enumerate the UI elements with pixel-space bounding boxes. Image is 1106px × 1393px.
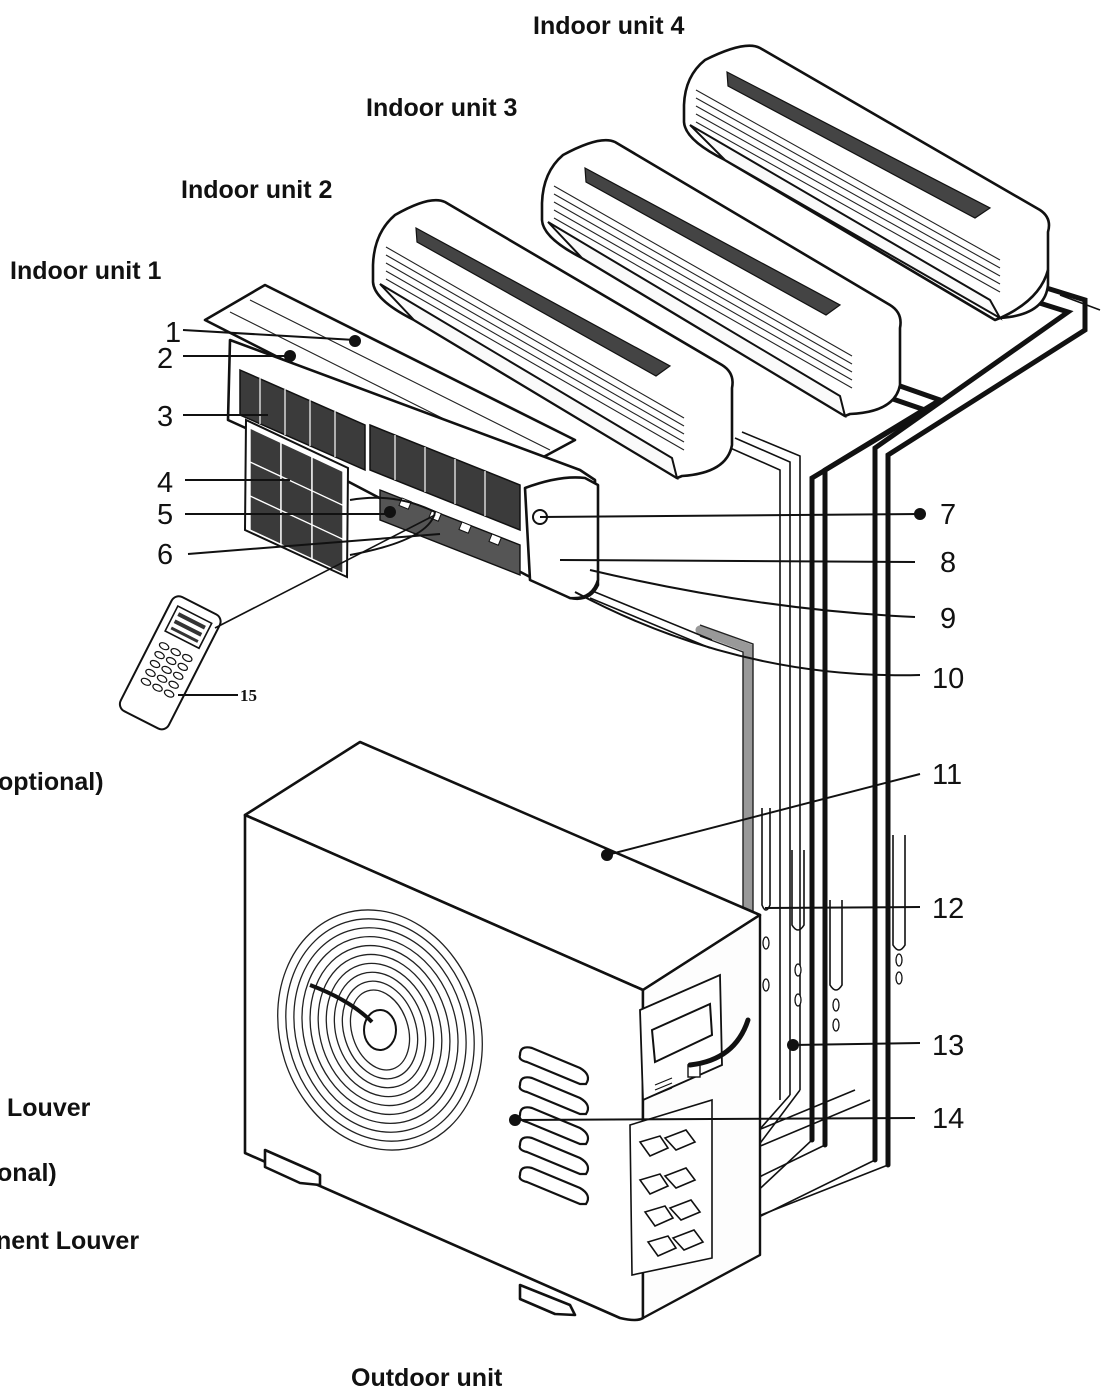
callout-1: 1 (165, 317, 181, 349)
outdoor-side-vents (518, 1046, 590, 1206)
title-indoor-unit-2: Indoor unit 2 (181, 176, 332, 204)
remote-controller (118, 595, 222, 731)
title-indoor-unit-1: Indoor unit 1 (10, 257, 161, 285)
callout-13: 13 (932, 1030, 964, 1062)
indoor-unit-3-grille (584, 166, 842, 316)
callout-5: 5 (157, 499, 173, 531)
title-indoor-unit-4: Indoor unit 4 (533, 12, 684, 40)
indoor-unit-2 (371, 198, 734, 481)
drain-traps (761, 808, 906, 1032)
callout-12: 12 (932, 893, 964, 925)
indoor-unit-4 (682, 44, 1051, 322)
callout-15: 15 (240, 686, 257, 705)
outdoor-fan (277, 909, 483, 1151)
callout-2: 2 (157, 343, 173, 375)
callout-10: 10 (932, 663, 964, 695)
title-outdoor-unit: Outdoor unit (351, 1364, 503, 1392)
clipped-label-ment-louver: nent Louver (0, 1227, 139, 1255)
callout-9: 9 (940, 603, 956, 635)
indoor-unit-2-grille (415, 226, 672, 377)
service-valves (629, 1098, 713, 1276)
callout-14: 14 (932, 1103, 964, 1135)
callout-3: 3 (157, 401, 173, 433)
callout-leaders (178, 329, 926, 1126)
indoor-unit-4-grille (726, 70, 992, 219)
callout-6: 6 (157, 539, 173, 571)
clipped-label-optional: optional) (0, 768, 104, 796)
callout-8: 8 (940, 547, 956, 579)
indoor-unit-3 (540, 138, 902, 419)
outdoor-unit (243, 740, 762, 1322)
callout-7: 7 (940, 499, 956, 531)
clipped-label-onal: onal) (0, 1159, 57, 1187)
callout-4: 4 (157, 467, 173, 499)
outdoor-electrical-box (639, 973, 751, 1102)
clipped-label-louver: Louver (7, 1094, 91, 1122)
callout-11: 11 (932, 759, 962, 791)
title-indoor-unit-3: Indoor unit 3 (366, 94, 517, 122)
